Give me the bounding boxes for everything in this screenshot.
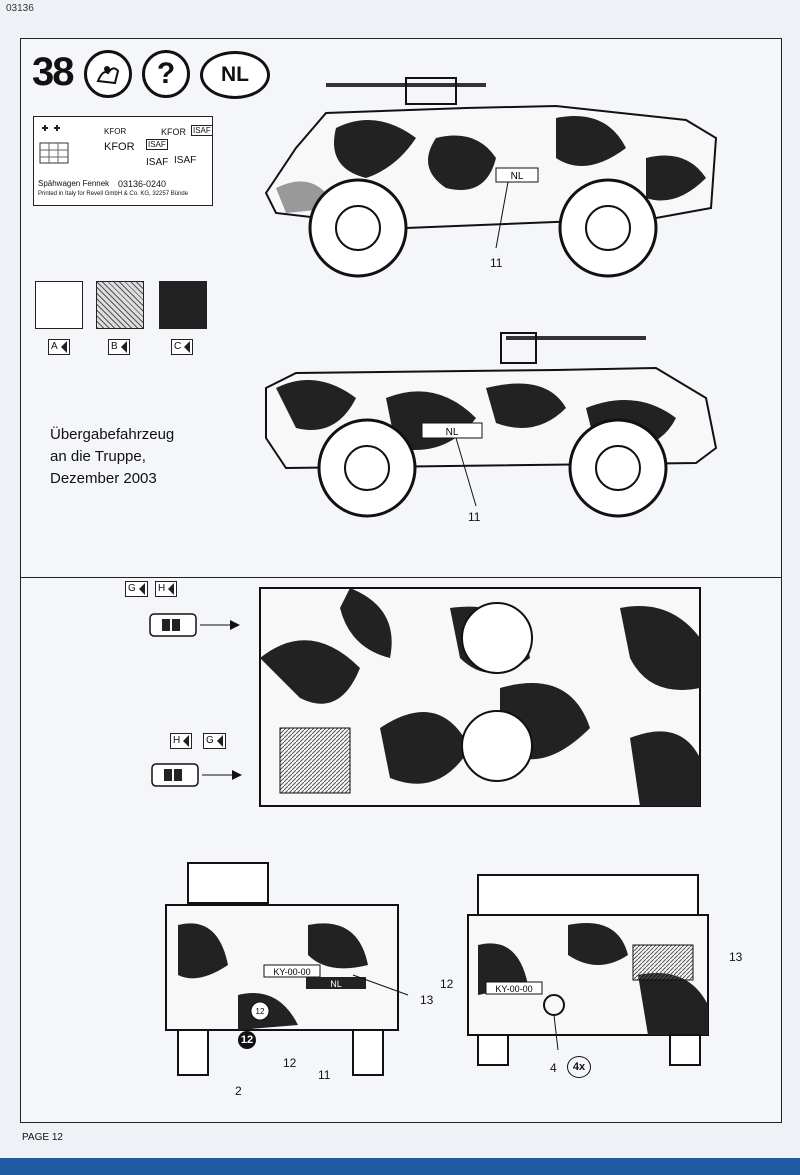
color-letter: H xyxy=(158,583,166,594)
caption: Übergabefahrzeug an die Truppe, Dezember… xyxy=(50,424,174,490)
callout-2-front: 2 xyxy=(235,1084,242,1098)
decal-sheet-name: Spähwagen Fennek xyxy=(38,179,110,188)
color-letter: A xyxy=(51,341,58,352)
vehicle-side-view-left: NL xyxy=(265,332,718,518)
callout-4-rear: 4 xyxy=(550,1061,557,1075)
caption-line: Dezember 2003 xyxy=(50,470,157,487)
country-badge: NL xyxy=(200,51,270,99)
callout-11-side-left: 11 xyxy=(468,510,481,524)
help-icon: ? xyxy=(142,50,190,98)
swatch-a xyxy=(35,281,83,329)
product-code: 03136 xyxy=(6,3,34,14)
vehicle-side-view-right: NL xyxy=(264,77,718,278)
color-letter: B xyxy=(111,341,118,352)
vehicle-front-view: KY-00-00 NL 12 xyxy=(165,862,409,1076)
decal-label: ISAF xyxy=(174,155,197,166)
swatch-c xyxy=(159,281,207,329)
section-divider xyxy=(20,577,782,578)
front-plate: KY-00-00 xyxy=(273,967,310,977)
callout-12-rear: 12 xyxy=(440,977,454,991)
vehicle-rear-view: KY-00-00 xyxy=(467,874,709,1066)
color-letter: G xyxy=(128,583,136,594)
callout-11-side-right: 11 xyxy=(490,256,503,270)
decal-label: ISAF xyxy=(146,139,168,150)
callout-12-filled: 12 xyxy=(238,1031,256,1049)
callout-12-front: 12 xyxy=(283,1056,297,1070)
callout-12-on-vehicle: 12 xyxy=(256,1007,265,1016)
decal-cross-icon xyxy=(42,125,60,131)
front-nl-plate: NL xyxy=(330,979,342,989)
step-number: 38 xyxy=(32,50,74,94)
bottom-bar xyxy=(0,1158,800,1175)
color-letter: C xyxy=(174,341,182,352)
side-plate-left: NL xyxy=(446,427,459,438)
callout-11-front: 11 xyxy=(318,1068,331,1082)
caption-line: an die Truppe, xyxy=(50,448,146,465)
decal-label: KFOR xyxy=(104,141,135,153)
color-tag-h-upper: H xyxy=(155,581,178,597)
color-letter: G xyxy=(206,735,214,746)
vehicle-top-view xyxy=(259,587,701,807)
rear-plate: KY-00-00 xyxy=(495,984,532,994)
color-letter: H xyxy=(173,735,181,746)
part-upper-icon xyxy=(149,613,240,637)
color-tag-g-lower: G xyxy=(203,733,226,749)
callout-13-rear: 13 xyxy=(729,950,743,964)
decal-label: KFOR xyxy=(161,127,187,137)
color-tag-a: A xyxy=(48,339,70,355)
decal-sheet: KFOR KFOR KFOR ISAF ISAF ISAF ISAF Spähw… xyxy=(33,116,213,206)
decal-sheet-printed: Printed in Italy for Revell GmbH & Co. K… xyxy=(38,191,189,197)
part-lower-icon xyxy=(151,763,242,787)
decal-label: ISAF xyxy=(146,157,169,168)
decal-label: ISAF xyxy=(191,125,212,136)
page-number: PAGE 12 xyxy=(22,1132,63,1143)
callout-13-front: 13 xyxy=(420,993,434,1007)
decal-sheet-code: 03136-0240 xyxy=(118,179,167,189)
paint-hand-icon xyxy=(84,50,132,98)
color-tag-g-upper: G xyxy=(125,581,148,597)
side-plate-right: NL xyxy=(511,171,524,182)
color-tag-b: B xyxy=(108,339,130,355)
swatch-b xyxy=(96,281,144,329)
decal-map-icon xyxy=(39,142,69,164)
decal-label: KFOR xyxy=(104,127,127,136)
caption-line: Übergabefahrzeug xyxy=(50,426,175,443)
quantity-badge: 4x xyxy=(567,1056,591,1078)
color-tag-h-lower: H xyxy=(170,733,193,749)
color-tag-c: C xyxy=(171,339,194,355)
